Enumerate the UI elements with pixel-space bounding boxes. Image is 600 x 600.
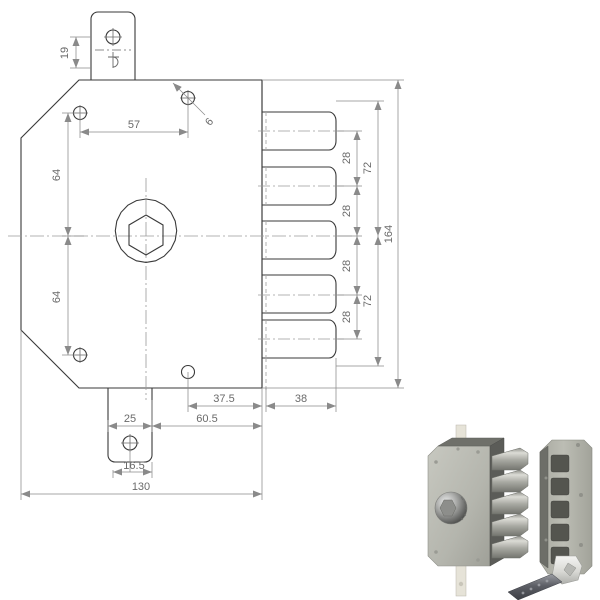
top-mount-tab bbox=[90, 11, 136, 81]
photo-lower-tab-hole bbox=[458, 581, 464, 587]
cylinder-hexagon bbox=[128, 214, 164, 256]
mounting-holes-group bbox=[72, 29, 196, 451]
key-bow-hole bbox=[563, 562, 577, 577]
dim-60-5: 60.5 bbox=[196, 413, 217, 425]
bolt-centerlines bbox=[258, 130, 344, 340]
dim-28-c: 28 bbox=[341, 260, 353, 272]
top-tab-hidden-slot bbox=[108, 52, 119, 68]
key-blade bbox=[507, 573, 563, 600]
photo-bolts bbox=[491, 447, 529, 559]
photo-bolt-1 bbox=[491, 447, 529, 471]
dim-hole-diameter-6: 6 bbox=[203, 116, 216, 128]
strike-plate-slots bbox=[550, 454, 570, 565]
strike-plate-left-edge bbox=[539, 445, 549, 569]
lock-body-outline bbox=[20, 79, 263, 389]
dim-28-b: 28 bbox=[341, 205, 353, 217]
dim-28-a: 28 bbox=[341, 152, 353, 164]
dim-57: 57 bbox=[128, 119, 140, 131]
photo-bolt-4 bbox=[491, 513, 529, 537]
dimension-texts: 19 57 6 64 64 28 28 28 28 72 72 164 37.5… bbox=[51, 47, 395, 493]
bolts-group bbox=[262, 111, 337, 359]
photo-bolt-2 bbox=[491, 469, 529, 493]
cylinder-knob-hex bbox=[439, 499, 457, 517]
dimension-lines bbox=[20, 36, 404, 500]
dim-37-5: 37.5 bbox=[213, 393, 234, 405]
dim-72-lower: 72 bbox=[362, 295, 374, 307]
cylinder-group bbox=[114, 198, 178, 263]
dim-19: 19 bbox=[59, 47, 71, 59]
product-photo bbox=[427, 424, 593, 600]
dim-64-lower: 64 bbox=[51, 291, 63, 303]
lock-body-screws bbox=[434, 447, 480, 562]
photo-bolt-5 bbox=[491, 535, 529, 559]
dim-64-upper: 64 bbox=[51, 169, 63, 181]
dim-130: 130 bbox=[132, 481, 150, 493]
cylinder-knob-knurl bbox=[460, 496, 468, 521]
dim-25: 25 bbox=[124, 413, 136, 425]
photo-bolt-3 bbox=[491, 491, 529, 515]
dim-38: 38 bbox=[295, 393, 307, 405]
strike-plate-screws bbox=[544, 443, 583, 547]
dim-164: 164 bbox=[383, 225, 395, 243]
key-blade-dimples bbox=[521, 579, 549, 595]
key bbox=[507, 555, 583, 600]
dim-72-upper: 72 bbox=[362, 162, 374, 174]
bolt-3 bbox=[262, 220, 337, 260]
dim-28-d: 28 bbox=[341, 311, 353, 323]
cylinder-knurled-ring bbox=[114, 198, 178, 263]
dim-16-5: 16.5 bbox=[123, 460, 144, 472]
bolt-4 bbox=[262, 274, 337, 314]
